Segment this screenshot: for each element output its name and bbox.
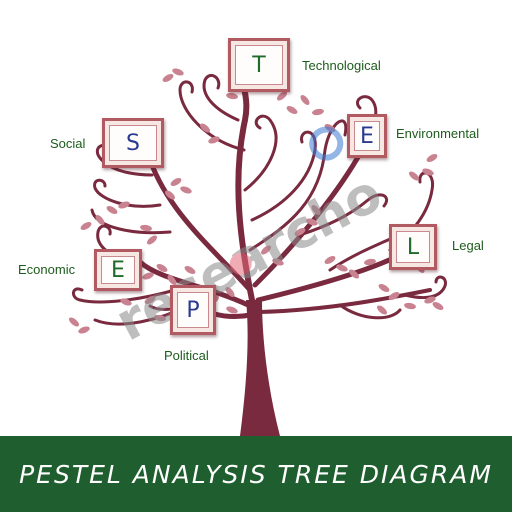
footer-banner: PESTEL ANALYSIS TREE DIAGRAM (0, 436, 512, 512)
leaf (80, 222, 92, 230)
label-technological: Technological (302, 58, 381, 73)
leaf (422, 168, 434, 176)
leaf (147, 235, 157, 245)
branch-right-low (258, 288, 432, 314)
leaf (142, 272, 154, 280)
leaf (336, 264, 348, 272)
tree-trunk (240, 300, 280, 436)
letter-legal: L (406, 234, 420, 260)
leaf (226, 92, 238, 100)
leaf (69, 317, 79, 327)
leaf (118, 201, 130, 209)
leaf (300, 95, 310, 105)
leaf (306, 218, 318, 226)
frame-political: P (170, 285, 216, 335)
leaf (170, 178, 182, 186)
leaf (225, 287, 235, 297)
leaf (95, 215, 105, 225)
leaf (172, 68, 184, 76)
label-legal: Legal (452, 238, 484, 253)
label-political: Political (164, 348, 209, 363)
letter-environmental: E (360, 123, 374, 149)
letter-political: P (186, 297, 200, 323)
leaf (312, 108, 324, 116)
label-economic: Economic (18, 262, 76, 277)
leaf (409, 171, 419, 181)
leaf (162, 74, 174, 82)
leaf (364, 258, 376, 266)
leaf (294, 228, 306, 236)
leaf (426, 154, 438, 162)
branch-right-mid (255, 252, 403, 303)
leaf (432, 302, 444, 310)
leaf (140, 224, 152, 232)
leaf (277, 91, 287, 101)
leaf (226, 306, 238, 314)
letter-economic: E (111, 257, 125, 283)
leaf (377, 305, 387, 315)
branch-left-mid (137, 259, 251, 308)
leaf (120, 298, 132, 306)
leaf (311, 205, 321, 215)
leaf (272, 258, 284, 266)
leaf (388, 292, 400, 300)
frame-legal: L (389, 224, 437, 270)
footer-title: PESTEL ANALYSIS TREE DIAGRAM (19, 459, 493, 489)
leaf (144, 296, 156, 304)
leaf (180, 186, 192, 194)
leaf (184, 266, 196, 274)
frame-social: S (102, 118, 164, 168)
leaf (165, 190, 175, 200)
leaf (78, 326, 90, 334)
label-social: Social (50, 136, 86, 151)
leaf (154, 314, 166, 322)
leaf (156, 264, 168, 272)
leaf (404, 302, 416, 310)
leaf (424, 296, 436, 304)
leaf (106, 206, 118, 214)
leaf (324, 256, 336, 264)
frame-environmental: E (347, 114, 387, 158)
leaf (349, 269, 359, 279)
frame-technological: T (228, 38, 290, 92)
letter-technological: T (252, 52, 266, 78)
branch-left-up (147, 157, 253, 293)
frame-economic: E (94, 249, 142, 291)
leaf (286, 106, 298, 114)
label-environmental: Environmental (396, 126, 480, 141)
leaf (200, 123, 210, 133)
leaf (208, 136, 220, 144)
leaf (378, 284, 390, 292)
branch-right-up (252, 147, 365, 288)
letter-social: S (126, 130, 140, 156)
leaf (261, 245, 271, 255)
leaf (167, 275, 177, 285)
